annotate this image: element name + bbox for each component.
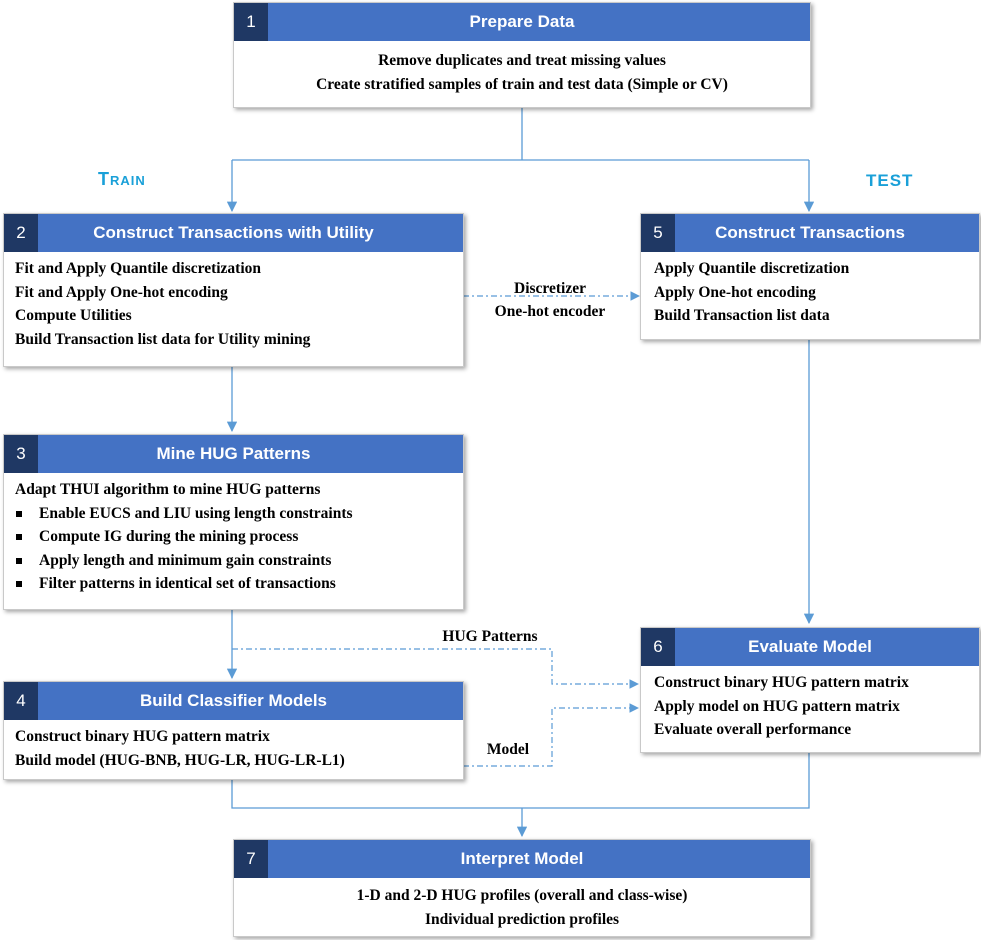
step-evaluate-model: 6 Evaluate Model Construct binary HUG pa…	[640, 627, 980, 753]
step-header: 3 Mine HUG Patterns	[4, 435, 463, 473]
step-line: Build model (HUG-BNB, HUG-LR, HUG-LR-L1)	[15, 751, 345, 769]
step-line: Apply One-hot encoding	[654, 283, 816, 301]
step-line: Build Transaction list data for Utility …	[15, 330, 311, 348]
test-label: TEST	[866, 171, 914, 190]
step-title: Evaluate Model	[748, 637, 872, 656]
step-line: 1-D and 2-D HUG profiles (overall and cl…	[356, 887, 688, 904]
step-number: 3	[4, 435, 38, 473]
step-header: 7 Interpret Model	[234, 840, 810, 878]
onehot-label: One-hot encoder	[494, 303, 606, 320]
bullet-item: Apply length and minimum gain constraint…	[15, 549, 463, 573]
step-number: 5	[641, 214, 675, 252]
step-line: Apply Quantile discretization	[654, 260, 850, 277]
merge-line	[231, 752, 810, 809]
step-line: Evaluate overall performance	[654, 721, 852, 738]
step-title: Interpret Model	[460, 849, 584, 868]
step-construct-transactions: 5 Construct Transactions Apply Quantile …	[640, 213, 980, 340]
hug-patterns-label: HUG Patterns	[442, 628, 538, 645]
step-line: Individual prediction profiles	[424, 910, 620, 928]
step-prepare-data: 1 Prepare Data Remove duplicates and tre…	[233, 2, 811, 108]
step-line: Build Transaction list data	[654, 307, 830, 324]
step-line: Fit and Apply One-hot encoding	[15, 283, 228, 301]
step-line: Fit and Apply Quantile discretization	[15, 260, 262, 277]
step-line: Compute Utilities	[15, 307, 132, 324]
bullet-item: Compute IG during the mining process	[15, 525, 463, 549]
step-number: 4	[4, 682, 38, 720]
step-intro: Adapt THUI algorithm to mine HUG pattern…	[15, 481, 321, 498]
step-header: 2 Construct Transactions with Utility	[4, 214, 463, 252]
bullet-item: Filter patterns in identical set of tran…	[15, 572, 463, 596]
step-title: Prepare Data	[469, 12, 575, 31]
step-header: 1 Prepare Data	[234, 3, 810, 41]
step-title: Mine HUG Patterns	[156, 444, 311, 463]
step-line: Construct binary HUG pattern matrix	[15, 728, 270, 745]
step-header: 6 Evaluate Model	[641, 628, 979, 666]
step-line: Create stratified samples of train and t…	[316, 75, 728, 93]
step-number: 7	[234, 840, 268, 878]
step-build-classifier-models: 4 Build Classifier Models Construct bina…	[3, 681, 464, 780]
step-number: 2	[4, 214, 38, 252]
step-mine-hug-patterns: 3 Mine HUG Patterns Adapt THUI algorithm…	[3, 434, 464, 610]
step-construct-transactions-utility: 2 Construct Transactions with Utility Fi…	[3, 213, 464, 367]
split-line	[232, 107, 809, 161]
step-title: Build Classifier Models	[139, 691, 328, 710]
step-line: Apply model on HUG pattern matrix	[654, 697, 900, 715]
model-arrow	[463, 703, 639, 767]
discretizer-label: Discretizer One-hot encoder	[470, 277, 630, 323]
step-header: 4 Build Classifier Models	[4, 682, 463, 720]
train-label: Train	[98, 169, 146, 189]
model-label: Model	[486, 741, 530, 758]
step-title: Construct Transactions with Utility	[93, 223, 374, 242]
step-number: 1	[234, 3, 268, 41]
patterns-arrow	[232, 648, 639, 689]
step-header: 5 Construct Transactions	[641, 214, 979, 252]
step-line: Remove duplicates and treat missing valu…	[378, 52, 666, 69]
bullet-item: Enable EUCS and LIU using length constra…	[15, 502, 463, 526]
step-title: Construct Transactions	[715, 223, 905, 242]
step-line: Construct binary HUG pattern matrix	[654, 674, 909, 691]
step-number: 6	[641, 628, 675, 666]
step-interpret-model: 7 Interpret Model 1-D and 2-D HUG profil…	[233, 839, 811, 937]
